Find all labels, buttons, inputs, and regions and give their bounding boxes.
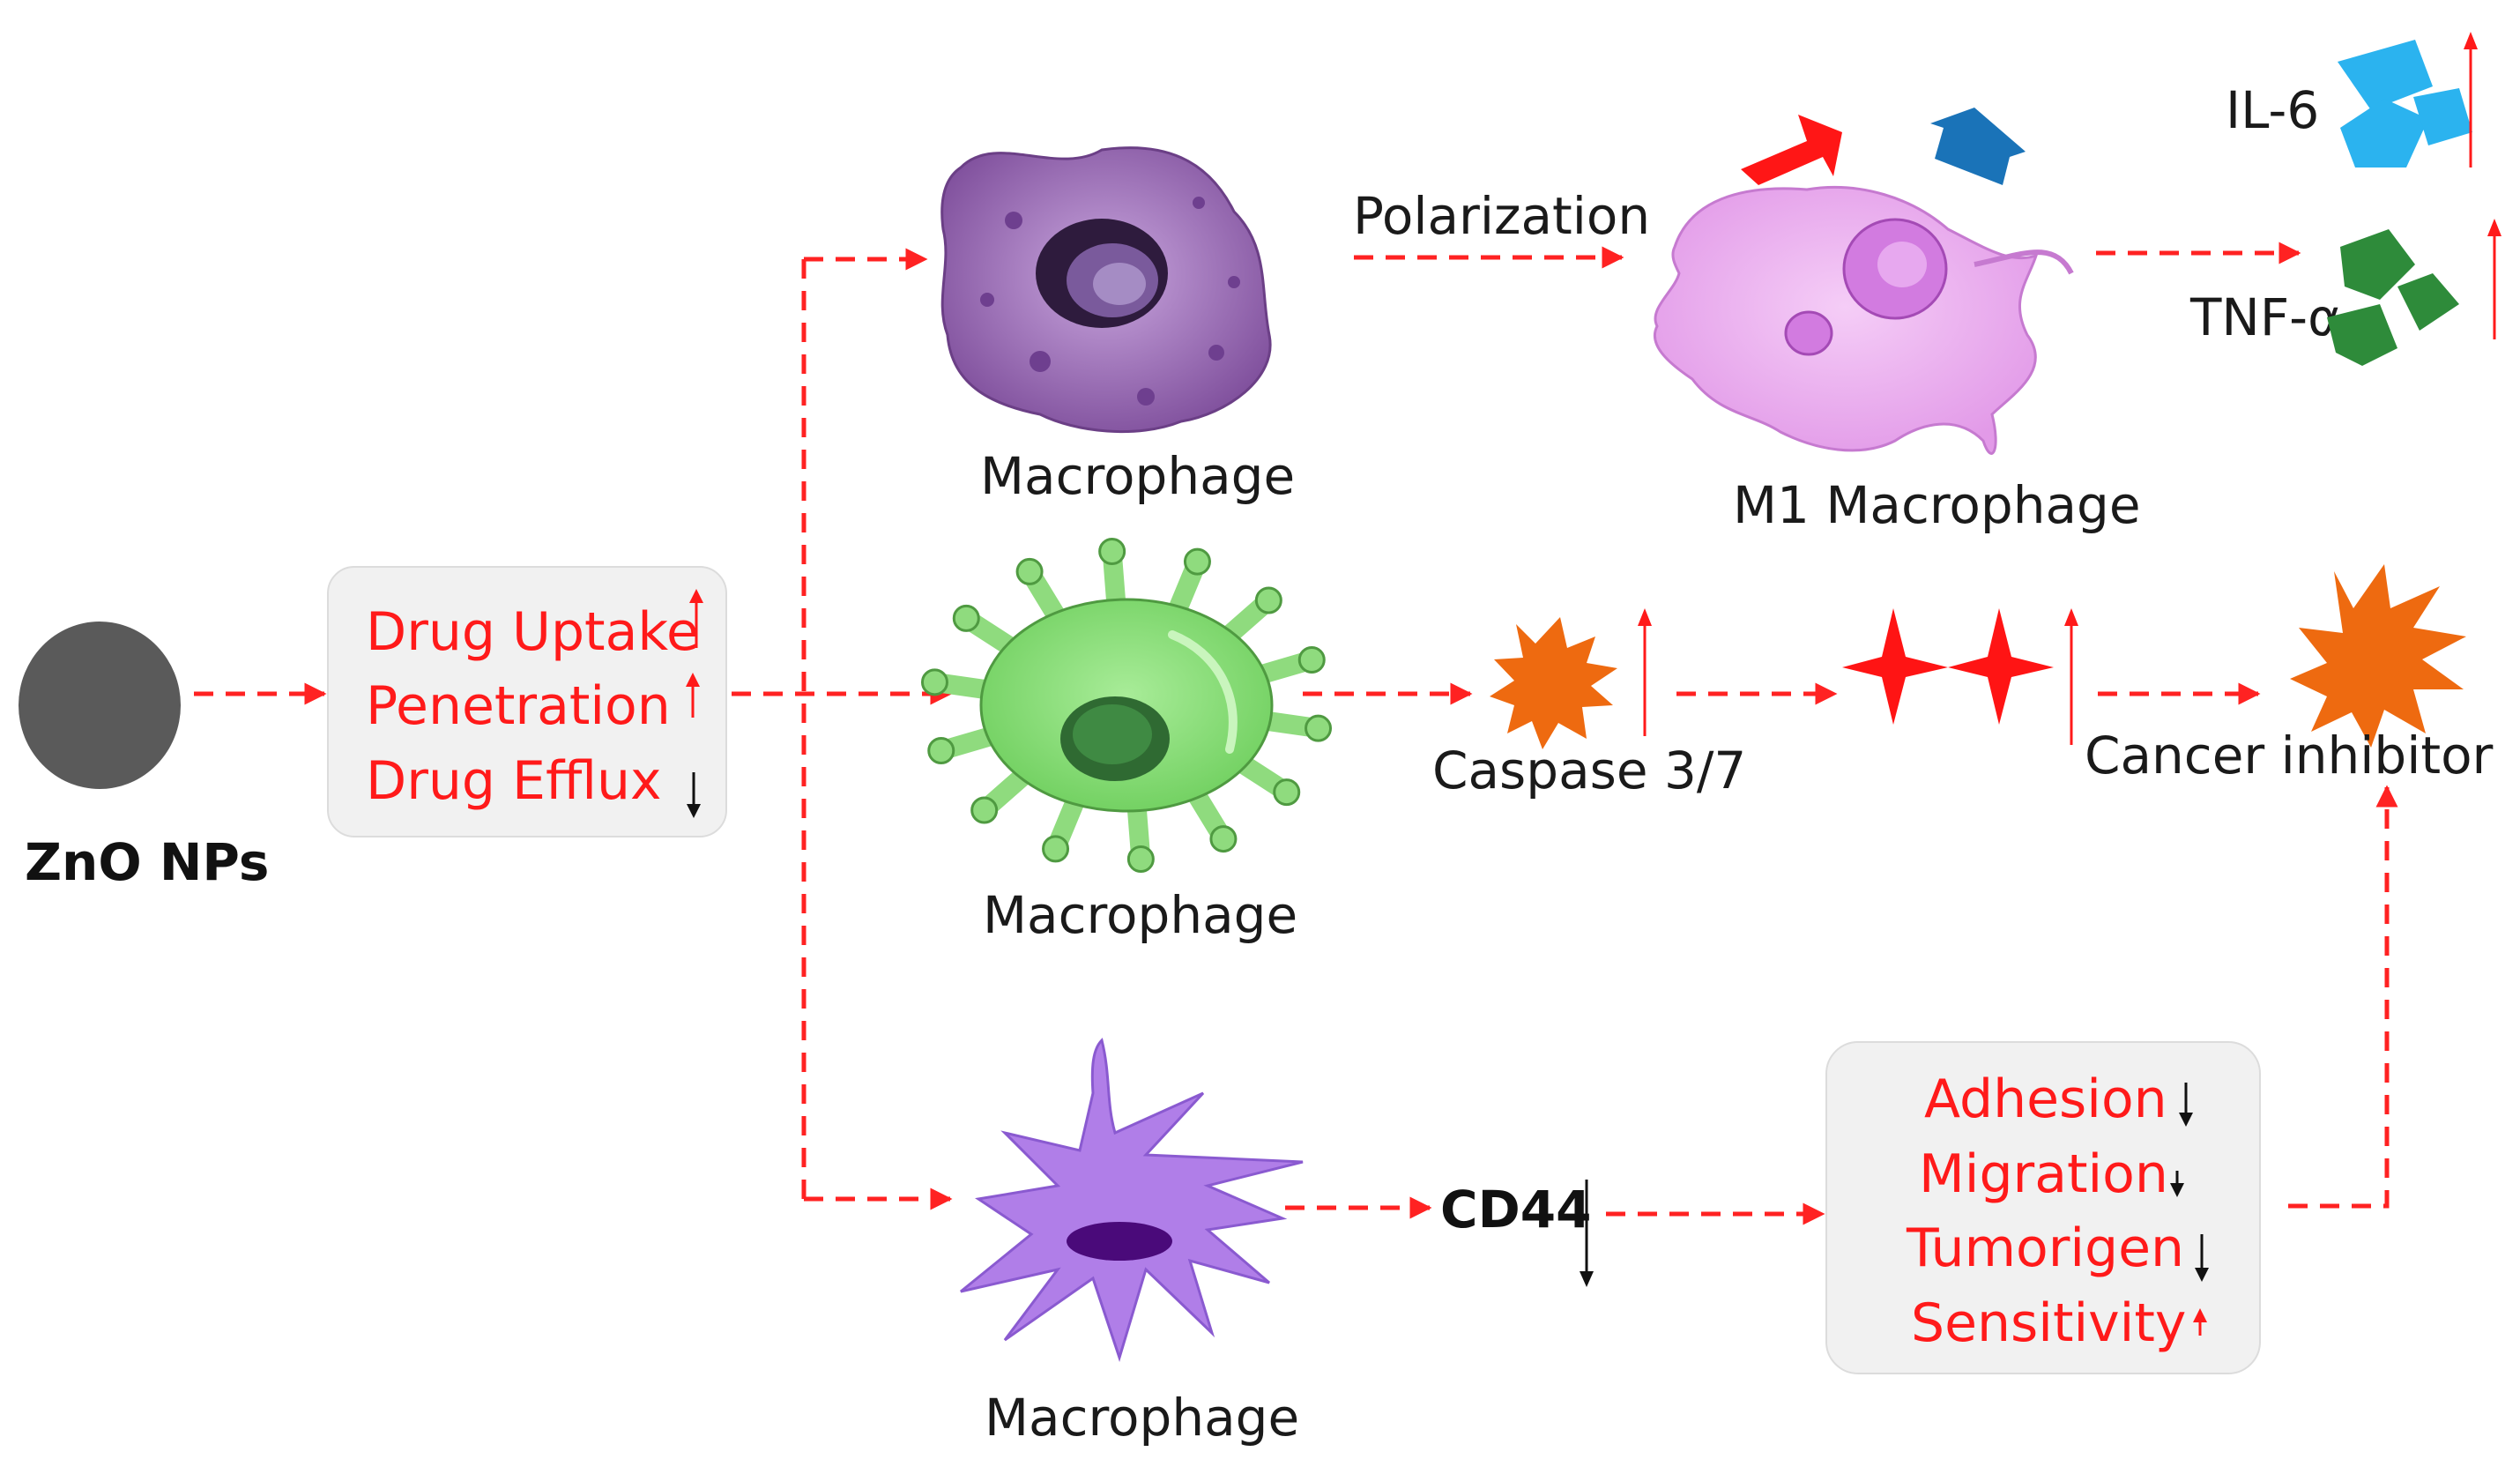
pseudopod-tip xyxy=(1183,547,1211,576)
m1-macrophage-icon xyxy=(1653,186,2074,455)
pseudopod-tip xyxy=(1126,845,1155,874)
blue-arrow-icon xyxy=(1930,108,2026,185)
pseudopod-tip xyxy=(1209,825,1238,853)
macrophage-cell-icon xyxy=(960,1038,1304,1362)
macrophage-top: Macrophage xyxy=(940,146,1295,506)
polarization-label: Polarization xyxy=(1353,186,1650,246)
sparkle-icon xyxy=(1842,608,1948,725)
macrophage-mid-label: Macrophage xyxy=(983,885,1297,945)
tumorigen-label: Tumorigen xyxy=(1906,1217,2184,1279)
down-arrow-icon xyxy=(2195,1234,2209,1282)
adhesion-label: Adhesion xyxy=(1924,1068,2167,1130)
cell-behavior-box: Adhesion Migration Tumorigen Sensitivity xyxy=(1825,1041,2261,1374)
arrow-box-to-inhibitor xyxy=(2288,785,2398,1209)
pseudopod-tip xyxy=(920,668,948,696)
cell-behavior-box-bg xyxy=(1825,1041,2261,1374)
up-arrow-icon xyxy=(1638,608,1652,736)
penetration-label: Penetration xyxy=(366,675,671,737)
tnf-protein-icon xyxy=(2327,229,2459,366)
cancer-inhibitor-node: Cancer inhibitor xyxy=(2085,564,2494,785)
drug-effects-box: Drug Uptake Penetration Drug Efflux xyxy=(327,566,727,838)
m1-macrophage: M1 Macrophage xyxy=(1653,108,2141,535)
up-arrow-icon xyxy=(686,673,700,718)
down-arrow-icon xyxy=(2179,1083,2193,1127)
macrophage-bottom-label: Macrophage xyxy=(985,1388,1299,1448)
pseudopod-tip xyxy=(1098,537,1126,565)
tnf-label: TNF-α xyxy=(2189,287,2341,347)
red-arrow-icon xyxy=(1741,115,1842,185)
macrophage-cell-icon xyxy=(940,146,1272,434)
cd44-label: CD44 xyxy=(1440,1180,1591,1240)
drug-efflux-label: Drug Efflux xyxy=(366,750,662,812)
m1-macrophage-label: M1 Macrophage xyxy=(1733,475,2141,535)
caspase-burst-icon xyxy=(1490,617,1617,749)
tnf-node: TNF-α xyxy=(2189,219,2501,366)
down-arrow-icon xyxy=(687,772,701,818)
pseudopod-tip xyxy=(952,604,980,632)
pseudopod-tip xyxy=(1042,835,1070,863)
zno-particle-icon xyxy=(19,622,181,789)
pseudopod-tip xyxy=(970,796,999,824)
caspase-node: Caspase 3/7 xyxy=(1432,608,1746,800)
il6-node: IL-6 xyxy=(2226,32,2478,168)
connector-arrows xyxy=(194,242,2398,1225)
macrophage-bottom: Macrophage xyxy=(960,1038,1304,1448)
cancer-inhibitor-label: Cancer inhibitor xyxy=(2085,726,2494,785)
zno-label: ZnO NPs xyxy=(25,832,269,892)
up-arrow-icon xyxy=(2464,32,2478,168)
drug-effects-box-bg xyxy=(327,566,727,838)
up-arrow-icon xyxy=(2487,219,2501,339)
up-arrow-icon xyxy=(2193,1308,2207,1336)
up-arrow-icon xyxy=(689,589,703,648)
up-arrow-icon xyxy=(2064,608,2078,745)
pseudopod-tip xyxy=(1273,778,1301,807)
pseudopod-tip xyxy=(1297,645,1326,674)
migration-label: Migration xyxy=(1919,1143,2168,1205)
pseudopod-tip xyxy=(927,737,955,765)
il6-protein-icon xyxy=(2338,40,2472,168)
sparkle-icon xyxy=(1948,608,2054,725)
sparkles-node xyxy=(1842,608,2078,745)
down-arrow-icon xyxy=(2170,1171,2184,1197)
pseudopod-tip xyxy=(1254,586,1282,614)
macrophage-top-label: Macrophage xyxy=(980,446,1295,506)
caspase-label: Caspase 3/7 xyxy=(1432,741,1746,800)
cancer-inhibitor-burst-icon xyxy=(2290,564,2466,748)
pseudopod-tip xyxy=(1015,557,1044,585)
macrophage-mid: Macrophage xyxy=(920,537,1333,945)
down-arrow-icon xyxy=(1580,1180,1594,1287)
cd44-node: CD44 xyxy=(1440,1180,1594,1287)
drug-uptake-label: Drug Uptake xyxy=(366,601,699,663)
zno-node: ZnO NPs xyxy=(19,622,269,892)
sensitivity-label: Sensitivity xyxy=(1911,1292,2186,1354)
macrophage-cell-icon xyxy=(920,537,1333,874)
il6-label: IL-6 xyxy=(2226,80,2319,140)
pseudopod-tip xyxy=(1305,714,1333,742)
